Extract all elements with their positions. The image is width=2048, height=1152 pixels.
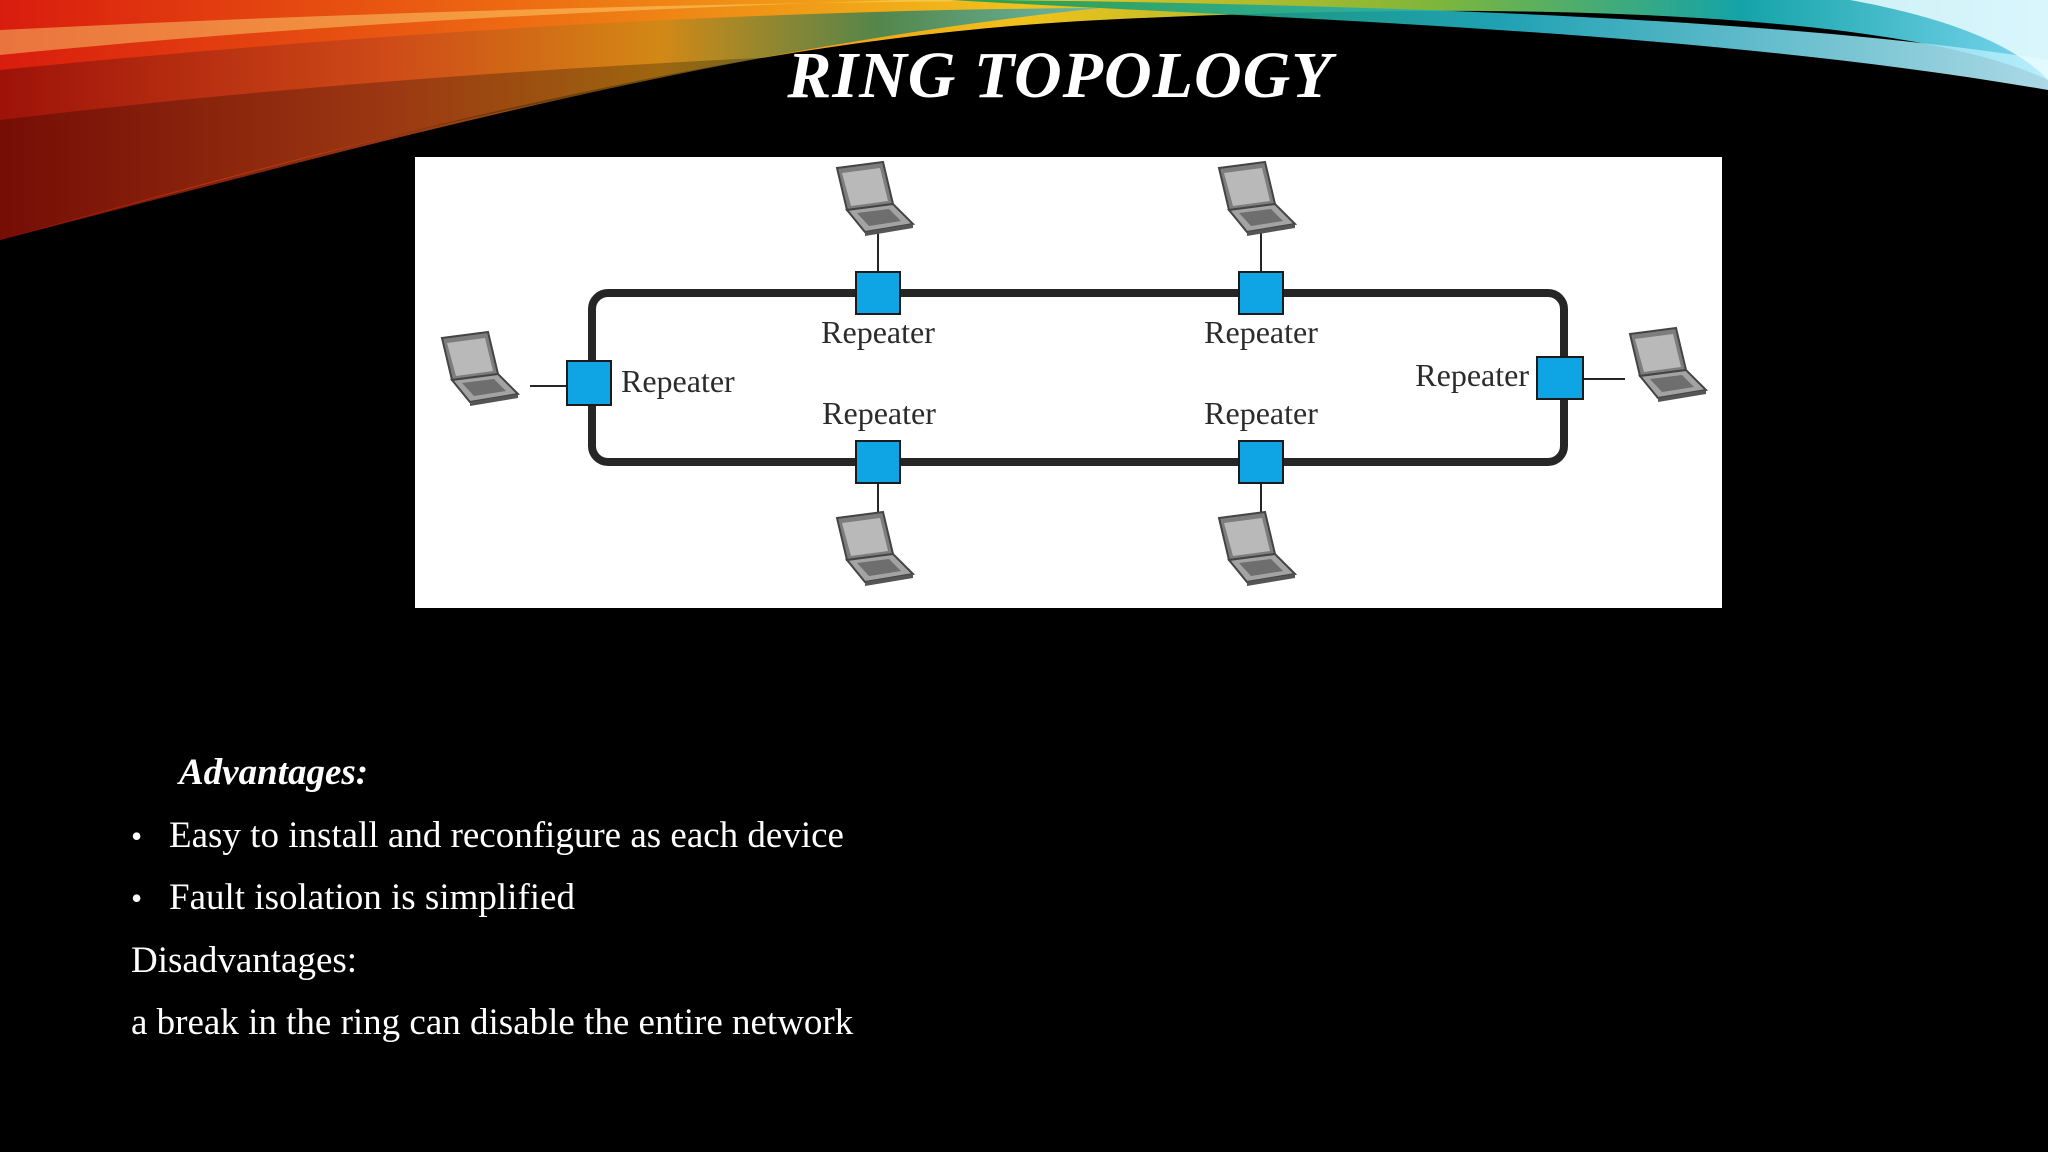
decorative-swoosh — [0, 0, 2048, 240]
ring-topology-diagram: Repeater Repeater Repeater Repeater Repe… — [415, 157, 1722, 608]
repeater-label-right: Repeater — [1415, 357, 1529, 393]
ring-diagram-svg: Repeater Repeater Repeater Repeater Repe… — [441, 161, 1707, 587]
laptop-icon — [836, 511, 914, 587]
repeater-top-left — [855, 271, 901, 315]
bullet-glyph: • — [131, 817, 143, 854]
repeater-label-bottom-left: Repeater — [822, 395, 936, 431]
slide-title: RING TOPOLOGY — [787, 39, 1333, 112]
advantage-text: Easy to install and reconfigure as each … — [169, 814, 844, 856]
repeater-label-left: Repeater — [621, 363, 735, 399]
slide-body: Advantages: • Easy to install and reconf… — [131, 742, 1531, 1055]
repeater-label-top-right: Repeater — [1204, 314, 1318, 350]
repeater-bottom-right — [1238, 440, 1284, 484]
repeater-left — [566, 360, 612, 406]
laptop-icon — [836, 161, 914, 237]
repeater-label-top-left: Repeater — [821, 314, 935, 350]
bullet-glyph: • — [131, 880, 143, 916]
advantage-item: • Easy to install and reconfigure as eac… — [131, 805, 1531, 868]
laptop-icon — [441, 331, 519, 407]
advantage-text: Fault isolation is simplified — [169, 877, 575, 918]
repeater-label-bottom-right: Repeater — [1204, 395, 1318, 431]
repeater-top-right — [1238, 271, 1284, 315]
laptop-icon — [1218, 161, 1296, 237]
advantage-item: • Fault isolation is simplified — [131, 867, 1531, 930]
repeater-bottom-left — [855, 440, 901, 484]
laptop-icon — [1629, 327, 1707, 403]
laptop-icon — [1218, 511, 1296, 587]
disadvantage-text: a break in the ring can disable the enti… — [131, 1002, 854, 1043]
repeater-right — [1536, 356, 1584, 400]
advantages-heading: Advantages: — [179, 752, 369, 793]
disadvantages-heading: Disadvantages: — [131, 939, 358, 981]
